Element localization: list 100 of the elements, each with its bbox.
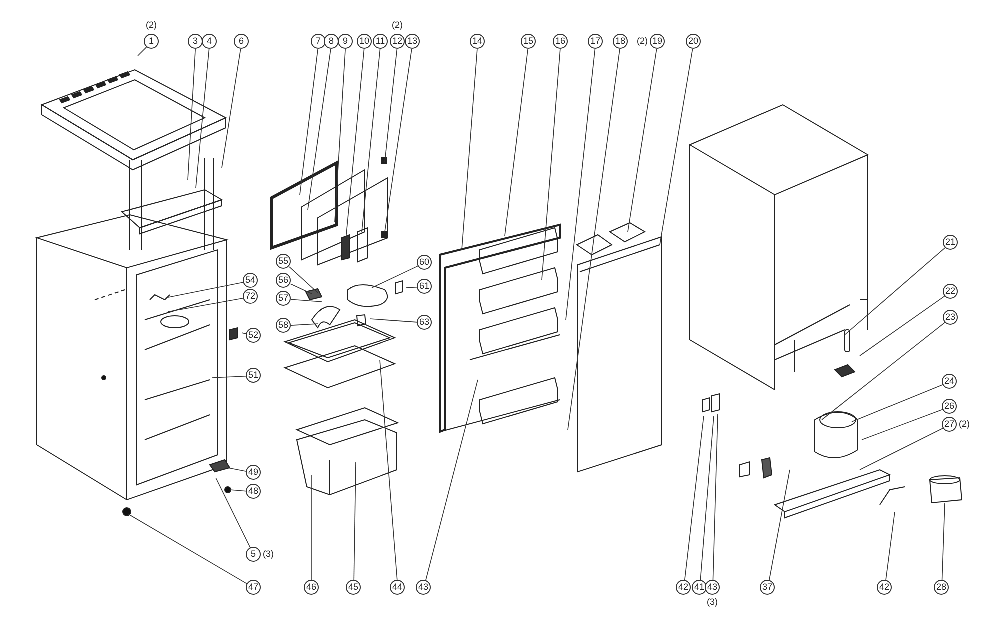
callout-number: 19 (650, 34, 665, 49)
leader-line (684, 416, 704, 581)
callout-number: 47 (246, 580, 261, 595)
callout-number: 49 (246, 465, 261, 480)
leader-line (138, 46, 148, 56)
quantity-note: (2) (392, 20, 403, 31)
callout-number: 8 (324, 34, 339, 49)
leader-line (425, 380, 478, 582)
leader-line (628, 49, 658, 232)
callout-number: 55 (276, 254, 291, 269)
callout-number: 6 (234, 34, 249, 49)
leader-line (504, 49, 528, 236)
leader-line (768, 470, 790, 582)
callout-number: 1 (144, 34, 159, 49)
leader-line (860, 428, 944, 470)
callout-number: 20 (686, 34, 701, 49)
callout-number: 5 (246, 547, 261, 562)
leader-line (291, 299, 322, 302)
callout-number: 17 (588, 34, 603, 49)
leader-line (196, 49, 210, 188)
leader-line (942, 502, 946, 581)
callout-number: 21 (943, 235, 958, 250)
callout-number: 43 (705, 580, 720, 595)
quantity-note: (2) (146, 20, 157, 31)
callout-number: 48 (246, 484, 261, 499)
leader-line (844, 248, 946, 336)
callout-number: 72 (243, 289, 258, 304)
callout-number: 46 (304, 580, 319, 595)
callout-number: 42 (676, 580, 691, 595)
callout-number: 14 (470, 34, 485, 49)
callout-number: 28 (934, 580, 949, 595)
leader-line (308, 49, 332, 210)
leader-line (212, 376, 247, 378)
callout-number: 4 (202, 34, 217, 49)
callout-number: 45 (346, 580, 361, 595)
leader-line (216, 478, 252, 549)
leader-line (384, 49, 412, 232)
leader-line (228, 468, 248, 472)
callout-number: 7 (311, 34, 326, 49)
callout-number: 9 (338, 34, 353, 49)
callout-number: 54 (243, 273, 258, 288)
leader-line (862, 409, 944, 440)
leader-line (886, 512, 896, 581)
callout-number: 44 (390, 580, 405, 595)
callout-number: 58 (276, 318, 291, 333)
leader-line (700, 416, 714, 581)
leader-line (230, 490, 247, 492)
leader-line (168, 298, 244, 312)
callout-number: 24 (942, 374, 957, 389)
leader-line (166, 282, 244, 298)
leader-line (542, 49, 561, 280)
leader-line (291, 324, 318, 326)
leader-line (188, 49, 196, 180)
callout-number: 18 (613, 34, 628, 49)
leader-line (860, 296, 946, 356)
leader-line (222, 49, 242, 168)
callout-number: 56 (276, 273, 291, 288)
leader-line (289, 266, 318, 294)
leader-line (300, 49, 318, 196)
leader-line (334, 49, 346, 222)
callout-number: 15 (521, 34, 536, 49)
callout-number: 37 (760, 580, 775, 595)
leader-line (660, 49, 694, 246)
callout-number: 11 (373, 34, 388, 49)
callout-number: 16 (553, 34, 568, 49)
leader-line (712, 414, 718, 581)
leader-line (462, 49, 478, 250)
leader-line (290, 284, 312, 294)
quantity-note: (2) (637, 36, 648, 47)
leader-line (354, 462, 356, 581)
callout-number: 57 (276, 291, 291, 306)
callout-number: 41 (692, 580, 707, 595)
quantity-note: (3) (263, 549, 274, 560)
callout-number: 27 (942, 417, 957, 432)
callout-number: 26 (942, 399, 957, 414)
callout-number: 51 (246, 368, 261, 383)
leader-line (406, 287, 418, 288)
leader-line (384, 49, 398, 162)
leader-line (568, 49, 620, 430)
leader-line (566, 49, 596, 320)
callout-number: 22 (943, 284, 958, 299)
callout-number: 63 (417, 315, 432, 330)
leader-line (822, 322, 946, 420)
callout-number: 61 (417, 279, 432, 294)
callout-number: 3 (188, 34, 203, 49)
leader-line (380, 360, 398, 581)
callout-number: 60 (417, 255, 432, 270)
leader-line (852, 384, 944, 422)
callout-number: 13 (405, 34, 420, 49)
leader-line (128, 514, 248, 585)
callout-number: 43 (416, 580, 431, 595)
callout-number: 52 (246, 328, 261, 343)
callout-number: 23 (943, 310, 958, 325)
leader-line (372, 266, 419, 288)
quantity-note: (3) (707, 597, 718, 608)
callout-number: 12 (390, 34, 405, 49)
leader-line (362, 49, 381, 232)
leader-line (370, 318, 418, 323)
callout-number: 42 (877, 580, 892, 595)
quantity-note: (2) (959, 419, 970, 430)
